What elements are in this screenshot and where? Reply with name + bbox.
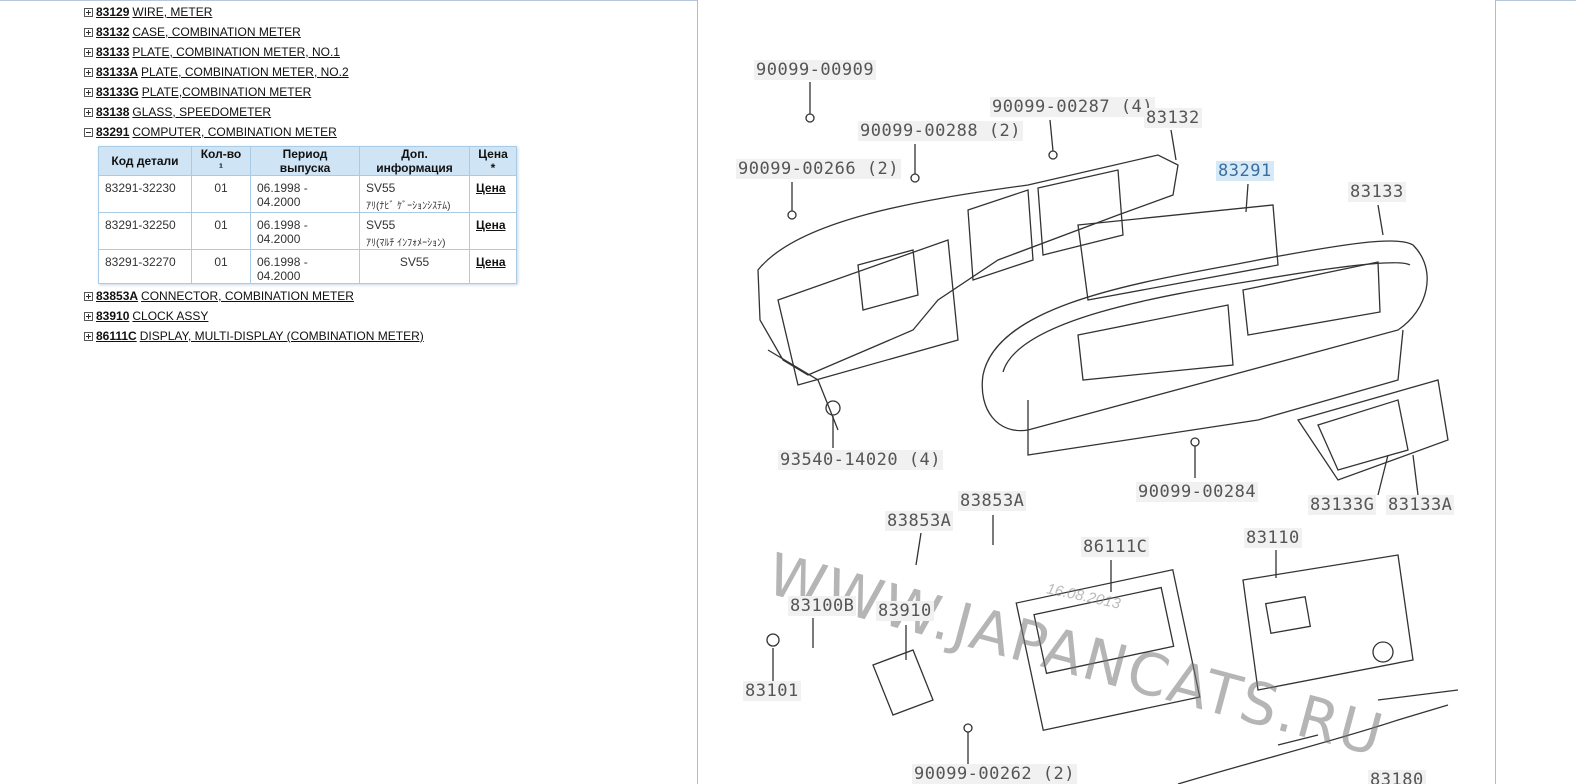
table-row: 83291-32230 01 06.1998 - 04.2000 SV55 ｱﾘ(… <box>98 175 517 213</box>
price-link[interactable]: Цена <box>469 175 517 213</box>
price-link[interactable]: Цена <box>469 249 517 284</box>
parts-diagram: WWW.JAPANCATS.RU 16.08.2013 90099-00909 … <box>697 0 1496 784</box>
callout-90099-00909[interactable]: 90099-00909 <box>754 60 877 80</box>
expand-icon[interactable] <box>84 27 93 37</box>
qty: 01 <box>191 249 251 284</box>
expand-icon[interactable] <box>84 87 93 97</box>
expand-icon[interactable] <box>84 311 93 321</box>
plate-frame <box>1296 379 1449 481</box>
wire-harness <box>1177 704 1449 784</box>
callout-90099-00266[interactable]: 90099-00266 (2) <box>736 159 902 179</box>
info: SV55 ｱﾘ(ﾏﾙﾁ ｲﾝﾌｫﾒｰｼｮﾝ) <box>359 212 470 250</box>
table-row: 83291-32270 01 06.1998 - 04.2000 SV55 Це… <box>98 249 517 284</box>
multi-display <box>1015 569 1201 731</box>
info-model: SV55 <box>359 249 470 284</box>
col-period: Период выпуска <box>250 146 360 176</box>
callout-83853A-upper[interactable]: 83853A <box>958 491 1027 511</box>
table-row: 83291-32250 01 06.1998 - 04.2000 SV55 ｱﾘ(… <box>98 212 517 250</box>
info-model: SV55 <box>366 218 396 232</box>
expand-icon[interactable] <box>84 331 93 341</box>
callout-83101[interactable]: 83101 <box>743 681 801 701</box>
qty: 01 <box>191 175 251 213</box>
expand-icon[interactable] <box>84 47 93 57</box>
expand-icon[interactable] <box>84 67 93 77</box>
col-price: Цена * <box>469 146 517 176</box>
clock-unit <box>1242 554 1414 691</box>
info-model: SV55 <box>366 181 396 195</box>
callout-83133[interactable]: 83133 <box>1348 182 1406 202</box>
col-qty: Кол-во ¹ <box>191 146 251 176</box>
part-number: 83291-32250 <box>98 212 192 250</box>
callout-90099-00288[interactable]: 90099-00288 (2) <box>858 121 1024 141</box>
callout-83910[interactable]: 83910 <box>876 601 934 621</box>
case-outline <box>757 154 1179 376</box>
price-link[interactable]: Цена <box>469 212 517 250</box>
callout-83110[interactable]: 83110 <box>1244 528 1302 548</box>
period: 06.1998 - 04.2000 <box>250 175 360 213</box>
computer-board <box>1077 204 1279 301</box>
diagram-drawing <box>757 82 1459 784</box>
callout-90099-00262[interactable]: 90099-00262 (2) <box>912 764 1078 784</box>
table-header-row: Код детали Кол-во ¹ Период выпуска Доп. … <box>98 146 517 176</box>
callout-83291[interactable]: 83291 <box>1216 161 1274 181</box>
collapse-icon[interactable] <box>84 127 93 137</box>
qty: 01 <box>191 212 251 250</box>
col-part-number: Код детали <box>98 146 192 176</box>
callout-90099-00284[interactable]: 90099-00284 <box>1136 482 1259 502</box>
callout-83133G[interactable]: 83133G <box>1308 495 1377 515</box>
callout-93540-14020[interactable]: 93540-14020 (4) <box>778 450 944 470</box>
callout-86111C[interactable]: 86111C <box>1081 537 1150 557</box>
callout-83853A-lower[interactable]: 83853A <box>885 511 954 531</box>
front-plate <box>981 240 1428 432</box>
callout-83100B[interactable]: 83100B <box>788 596 857 616</box>
info-note: ｱﾘ(ﾅﾋﾞ ｹﾞｰｼｮﾝｼｽﾃﾑ) <box>366 201 451 212</box>
period: 06.1998 - 04.2000 <box>250 249 360 284</box>
parts-table: Код детали Кол-во ¹ Период выпуска Доп. … <box>98 146 517 284</box>
info-note: ｱﾘ(ﾏﾙﾁ ｲﾝﾌｫﾒｰｼｮﾝ) <box>366 238 446 249</box>
col-info: Доп. информация <box>359 146 470 176</box>
period: 06.1998 - 04.2000 <box>250 212 360 250</box>
part-number: 83291-32270 <box>98 249 192 284</box>
callout-83180[interactable]: 83180 <box>1368 770 1426 784</box>
callout-90099-00287[interactable]: 90099-00287 (4) <box>990 97 1156 117</box>
expand-icon[interactable] <box>84 291 93 301</box>
info: SV55 ｱﾘ(ﾅﾋﾞ ｹﾞｰｼｮﾝｼｽﾃﾑ) <box>359 175 470 213</box>
callout-83132[interactable]: 83132 <box>1144 108 1202 128</box>
part-number: 83291-32230 <box>98 175 192 213</box>
expand-icon[interactable] <box>84 7 93 17</box>
clock-assy <box>872 649 934 716</box>
expand-icon[interactable] <box>84 107 93 117</box>
callout-83133A[interactable]: 83133A <box>1386 495 1455 515</box>
